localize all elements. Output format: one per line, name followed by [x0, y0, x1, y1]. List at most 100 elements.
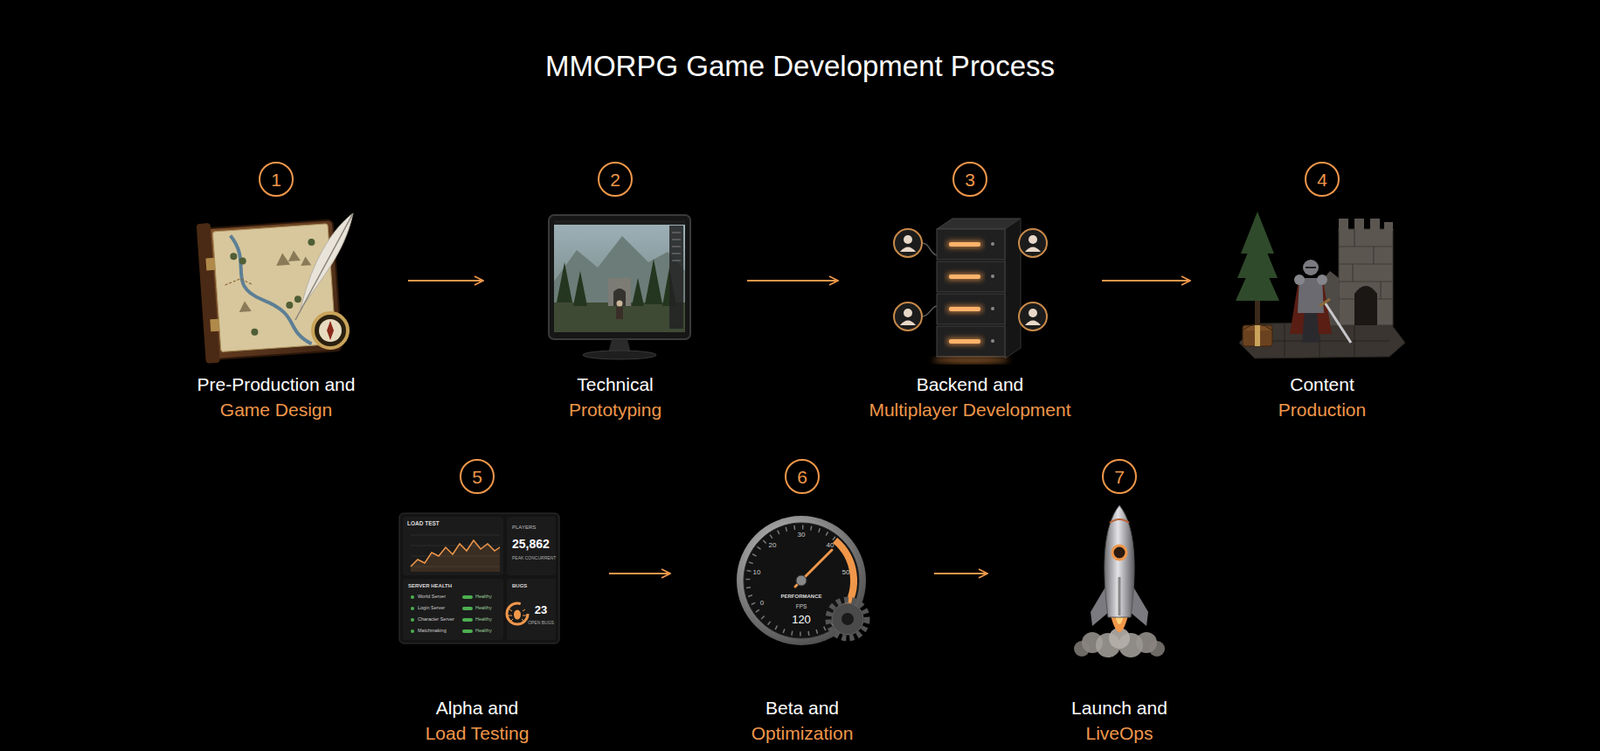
dashboard-illustration-part [410, 606, 415, 610]
content-illustration [1235, 211, 1406, 359]
rocket-illustration-part [1109, 519, 1130, 523]
server-illustration [893, 218, 1047, 364]
flow-arrow [1101, 279, 1191, 282]
step-subtitle: Prototyping [568, 396, 662, 423]
server-illustration-part [1018, 228, 1047, 257]
dashboard-illustration-part [462, 595, 473, 599]
content-illustration-part [1354, 285, 1378, 326]
map-book-illustration-part [224, 277, 253, 287]
monitor-illustration-part [554, 220, 686, 225]
monitor-illustration-part [554, 235, 686, 333]
step-title: Launch and [1071, 694, 1168, 721]
step-number: 7 [1114, 467, 1125, 486]
dashboard-label: 50 [842, 568, 851, 576]
dashboard-label: OPEN BUGS [527, 620, 555, 625]
dashboard-label: PLAYERS [512, 524, 536, 530]
map-book-illustration-part [295, 213, 354, 320]
dashboard-label: Healthy [475, 628, 492, 634]
dashboard-label: Matchmaking [417, 628, 447, 634]
dashboard-label: BUGS [512, 582, 527, 589]
dashboard-illustration [399, 512, 560, 644]
process-step: 3Backend andMultiplayer Development [843, 161, 1097, 423]
dashboard-illustration-part [462, 606, 473, 610]
content-illustration-part [1324, 302, 1351, 343]
map-book-illustration [196, 213, 354, 364]
monitor-illustration-part [554, 302, 686, 333]
dashboard-illustration-part [506, 578, 556, 640]
content-illustration-part [1235, 211, 1280, 301]
dashboard-label: Healthy [475, 616, 492, 623]
server-illustration-part [893, 228, 922, 257]
server-illustration-part [990, 242, 995, 246]
server-illustration-part [947, 305, 983, 312]
server-illustration-part [947, 338, 983, 345]
dashboard-illustration-part [410, 540, 500, 572]
step-number: 2 [609, 170, 621, 189]
step-number-circle: 3 [952, 161, 988, 197]
server-illustration-part [903, 235, 913, 244]
gauge-illustration-part [831, 602, 864, 635]
server-illustration-part [947, 241, 983, 345]
step-number-circle: 4 [1304, 161, 1340, 197]
server-illustration-part [900, 320, 916, 326]
step-subtitle: Optimization [751, 720, 854, 746]
map-book-illustration-part [238, 256, 247, 265]
dashboard-illustration-part [506, 602, 528, 624]
server-illustration-part [947, 241, 983, 248]
rocket-illustration-part [1110, 615, 1129, 632]
dashboard-label: Healthy [475, 605, 492, 611]
server-illustration-part [1018, 228, 1047, 257]
step-number: 3 [964, 170, 976, 189]
server-illustration-part [1018, 302, 1047, 331]
icon-slot [965, 196, 975, 372]
dashboard-label: 40 [826, 541, 835, 549]
icon-slot [1317, 196, 1327, 372]
gauge-illustration-part [736, 515, 866, 645]
monitor-illustration-part [671, 232, 681, 261]
map-book-illustration-part [205, 257, 215, 271]
process-step: 4ContentProduction [1195, 161, 1449, 423]
gauge-illustration-part [796, 574, 807, 586]
content-illustration-part [1302, 259, 1319, 276]
server-illustration-part [936, 228, 1005, 260]
step-number-circle: 2 [597, 161, 633, 197]
map-book-illustration-part [209, 318, 220, 333]
content-illustration-part [1316, 274, 1328, 285]
content-illustration-part [1305, 266, 1317, 269]
map-book-illustration-part [294, 295, 303, 304]
content-illustration-part [1370, 218, 1380, 231]
monitor-illustration-part [616, 306, 624, 319]
dashboard-label: World Server [417, 594, 446, 600]
flow-arrow [408, 279, 484, 282]
content-illustration-part [1294, 274, 1305, 285]
server-illustration-part [1004, 218, 1021, 359]
dashboard-illustration-part [506, 516, 556, 575]
server-illustration-part [932, 356, 1010, 364]
dashboard-label: 25,862 [512, 537, 550, 550]
map-book-illustration-part [250, 328, 259, 337]
server-illustration-part [1025, 320, 1041, 326]
dashboard-label: PERFORMANCE [780, 593, 822, 599]
server-illustration-part [893, 302, 922, 331]
server-illustration-part [936, 261, 1005, 292]
dashboard-illustration-part [399, 512, 560, 644]
server-illustration-part [936, 293, 1005, 325]
step-number-circle: 7 [1101, 458, 1137, 494]
dashboard-illustration-part [402, 516, 504, 575]
rocket-illustration-part [1149, 640, 1165, 657]
step-title: Backend and [916, 371, 1025, 397]
icon-slot [271, 196, 281, 372]
server-illustration-part [1018, 302, 1047, 331]
dashboard-label: SERVER HEALTH [408, 582, 452, 589]
monitor-illustration-part [548, 214, 691, 340]
server-illustration-part [990, 339, 995, 343]
dashboard-illustration-part [410, 595, 415, 599]
content-illustration-part [1384, 221, 1393, 231]
rocket-illustration-part [1073, 640, 1090, 657]
step-number: 6 [796, 467, 808, 486]
map-book-illustration-part [307, 238, 316, 247]
step-number-circle: 6 [784, 458, 820, 494]
dashboard-label: Character Server [417, 616, 455, 623]
content-illustration-part [1338, 218, 1349, 231]
